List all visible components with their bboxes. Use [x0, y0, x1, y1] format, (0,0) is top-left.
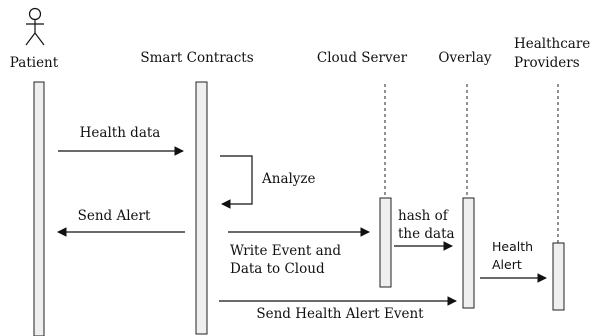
health-alert-label-line1: Health: [492, 239, 533, 254]
activation-bar-healthcare-providers: [552, 242, 565, 311]
actor-cloud-server-label: Cloud Server: [317, 50, 408, 66]
health-data-label: Health data: [80, 125, 161, 141]
activation-bar-overlay: [462, 197, 475, 309]
actor-overlay-label: Overlay: [438, 50, 492, 66]
actor-patient-label: Patient: [10, 55, 59, 71]
activation-bar-smart-contracts: [195, 81, 208, 335]
actor-healthcare-label-line2: Providers: [514, 55, 580, 71]
write-event-label-line2: Data to Cloud: [230, 261, 325, 277]
hash-label-line2: the data: [398, 226, 455, 242]
send-alert-label: Send Alert: [78, 208, 151, 224]
activation-bar-patient: [33, 81, 45, 336]
actor-healthcare-label-line1: Healthcare: [514, 36, 590, 52]
analyze-self-loop-arrow: [220, 155, 253, 209]
actor-smart-contracts-label: Smart Contracts: [140, 50, 253, 66]
patient-actor-icon: [25, 7, 45, 46]
send-health-alert-event-label: Send Health Alert Event: [256, 306, 424, 322]
write-event-label-line1: Write Event and: [230, 243, 341, 259]
health-alert-label-line2: Alert: [492, 257, 522, 272]
activation-bar-cloud-server: [379, 197, 392, 288]
analyze-label: Analyze: [261, 171, 316, 187]
hash-label-line1: hash of: [398, 208, 449, 224]
